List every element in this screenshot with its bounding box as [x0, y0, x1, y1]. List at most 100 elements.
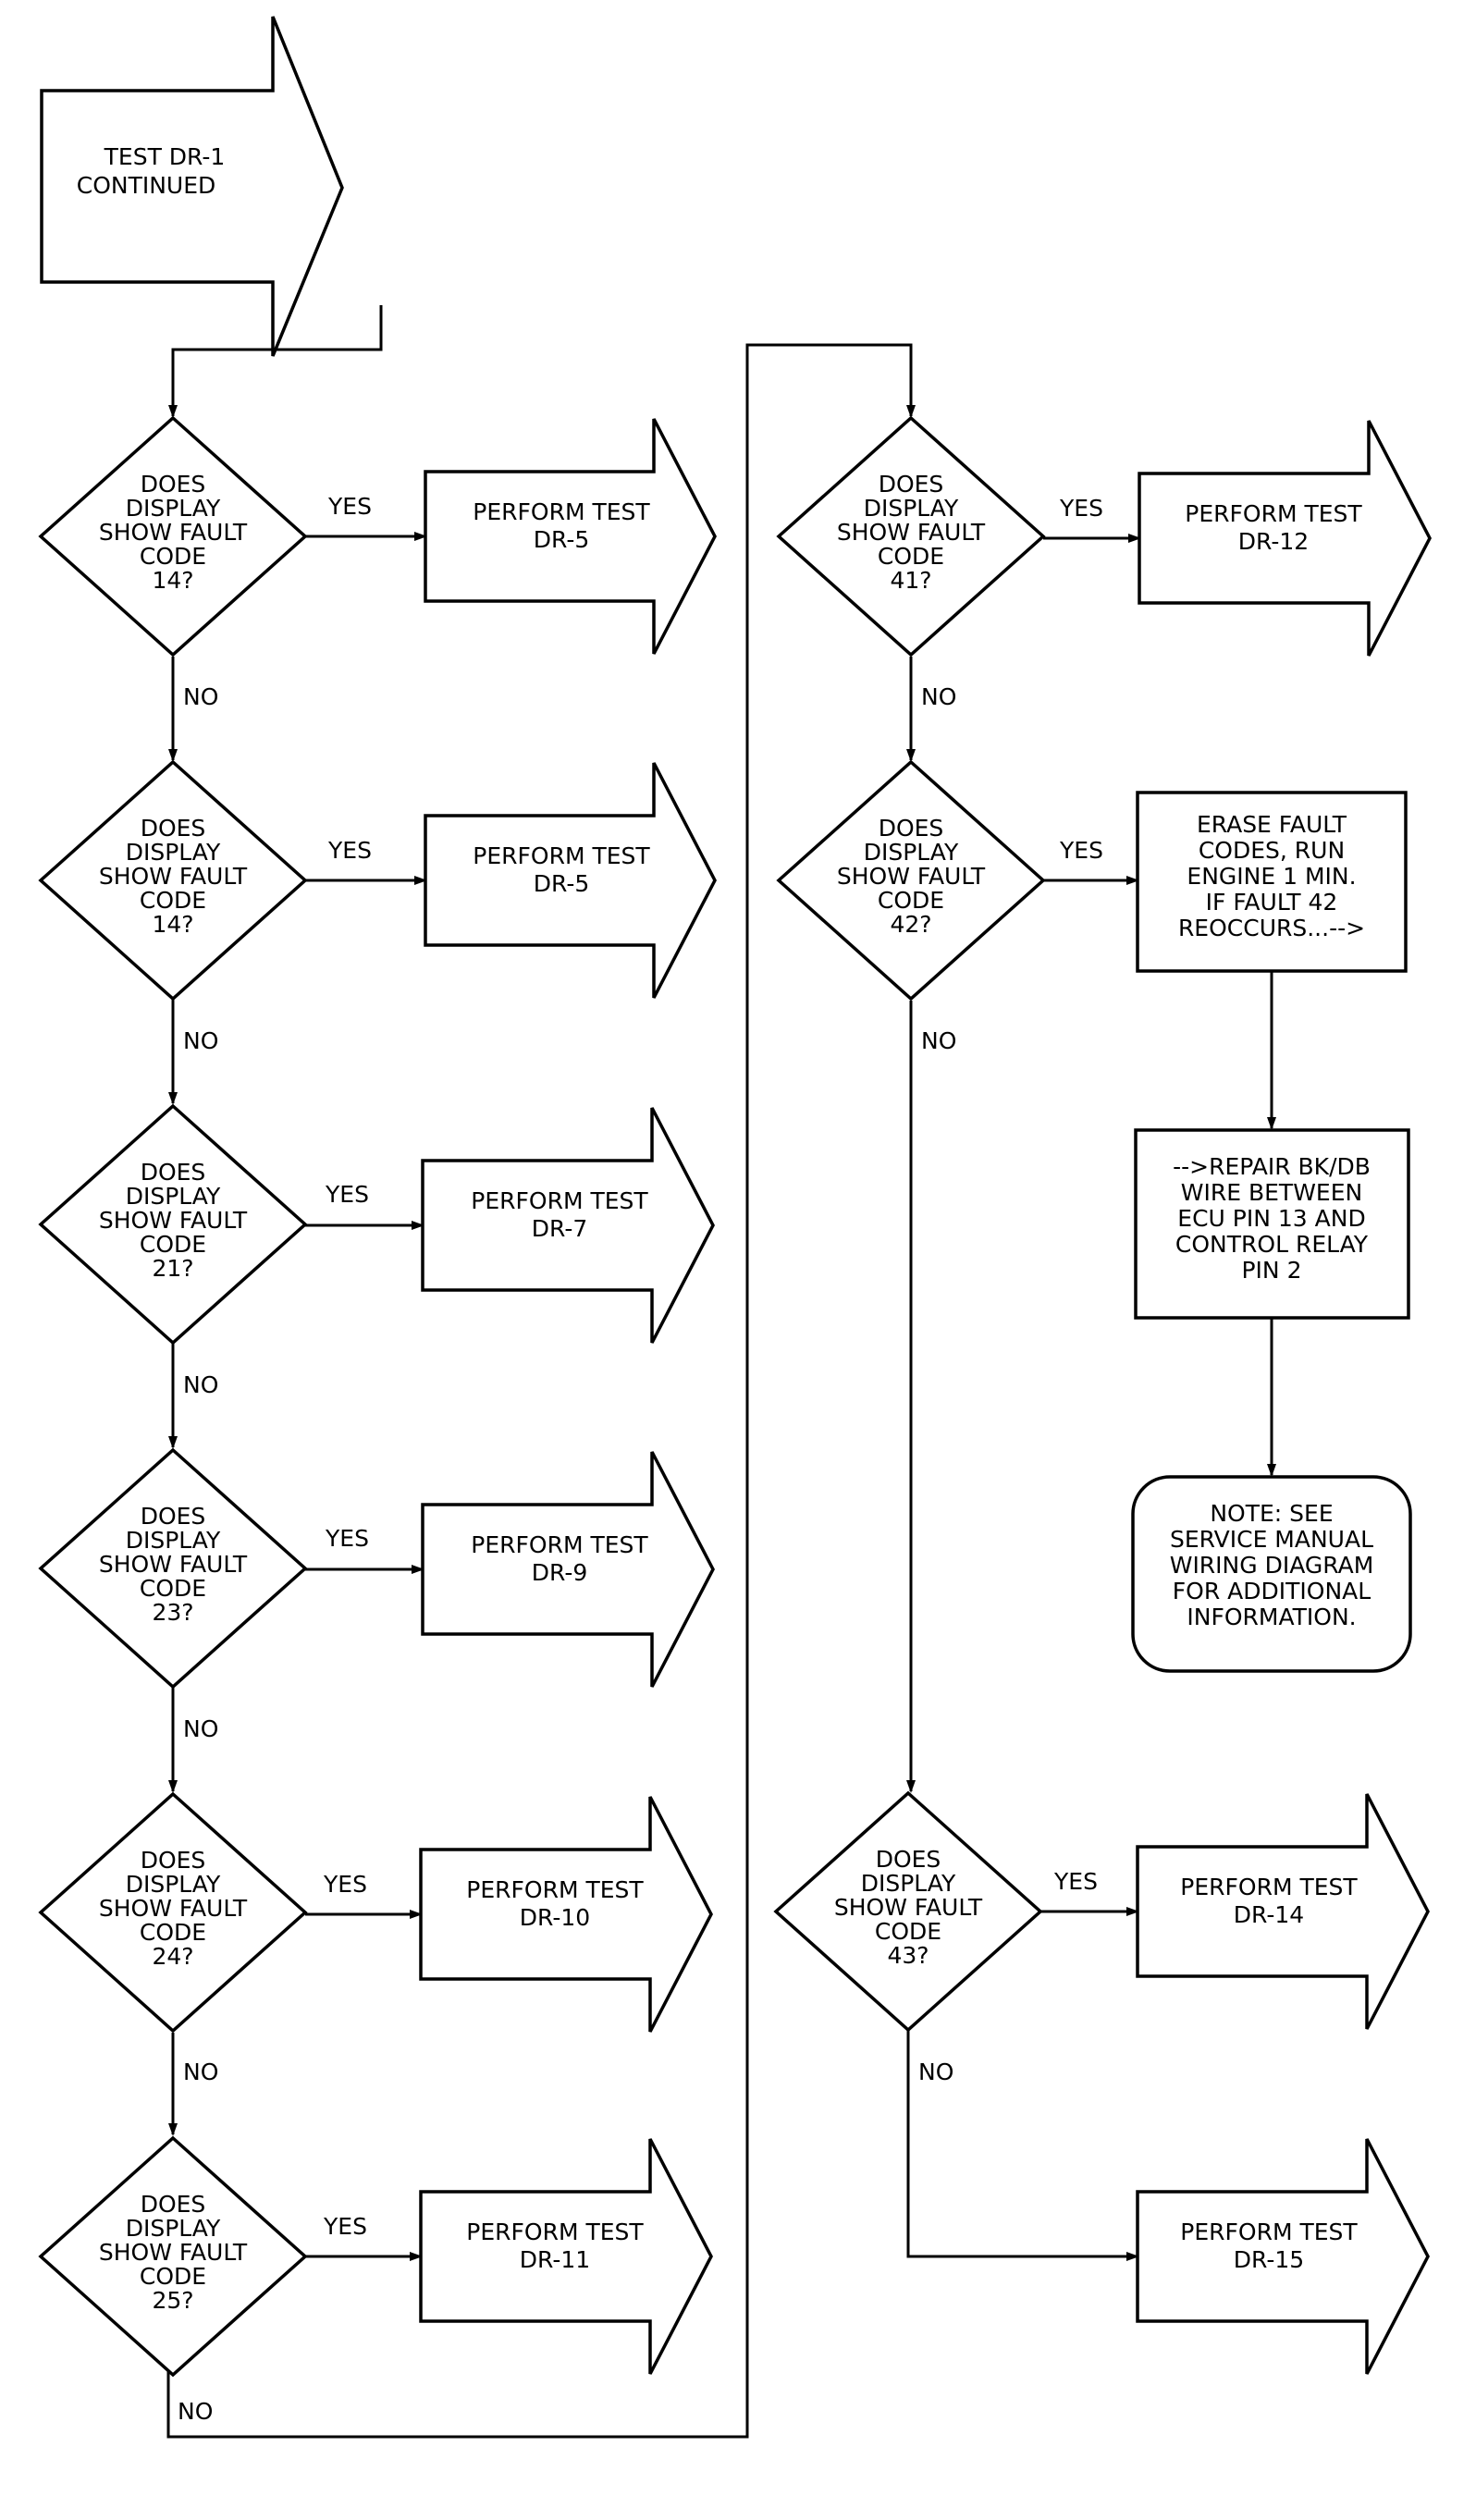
- decision-line: DISPLAY: [126, 2215, 221, 2242]
- arrowhead: [1128, 534, 1141, 543]
- diamond-shape: [38, 759, 308, 1002]
- result-line2: DR-11: [520, 2246, 590, 2273]
- result-line2: DR-5: [534, 526, 590, 553]
- arrowhead: [1126, 2252, 1139, 2261]
- decision-diamond: DOES DISPLAY SHOW FAULT CODE 21?: [38, 1103, 308, 1346]
- decision-line: DISPLAY: [126, 495, 221, 522]
- decision-diamond: DOES DISPLAY SHOW FAULT CODE 25?: [38, 2135, 308, 2378]
- result-line1: PERFORM TEST: [1185, 500, 1362, 527]
- decision-line: DOES: [141, 1159, 206, 1186]
- arrowhead: [414, 532, 427, 541]
- decision-line: 42?: [890, 911, 931, 938]
- decision-line: SHOW FAULT: [834, 1894, 983, 1921]
- decision-line: DOES: [879, 815, 944, 842]
- diamond-shape: [38, 1791, 308, 2034]
- result-line2: DR-9: [532, 1559, 588, 1586]
- decision-line: DOES: [141, 2191, 206, 2218]
- yes-label: YES: [1053, 1868, 1098, 1895]
- arrowhead: [1267, 1117, 1276, 1130]
- process-line: ENGINE 1 MIN.: [1187, 863, 1356, 890]
- result-line1: PERFORM TEST: [466, 1876, 644, 1903]
- result-line1: PERFORM TEST: [471, 1187, 648, 1214]
- decision-line: DISPLAY: [126, 1871, 221, 1898]
- decision-line: DOES: [141, 471, 206, 498]
- arrowhead: [168, 2123, 178, 2136]
- decision-line: SHOW FAULT: [99, 1207, 248, 1234]
- arrowhead: [1267, 1464, 1276, 1477]
- diamond-shape: [38, 1103, 308, 1346]
- result-line1: PERFORM TEST: [473, 498, 650, 525]
- result-line1: PERFORM TEST: [1180, 2219, 1358, 2245]
- decision-line: DISPLAY: [864, 495, 959, 522]
- result-arrow: PERFORM TEST DR-12: [1138, 420, 1432, 657]
- result-arrow-shape: [424, 418, 717, 655]
- result-line1: PERFORM TEST: [471, 1531, 648, 1558]
- decision-line: CODE: [140, 1575, 206, 1602]
- result-arrow-shape: [424, 762, 717, 999]
- process-line: ECU PIN 13 AND: [1177, 1205, 1365, 1232]
- yes-label: YES: [1059, 837, 1103, 864]
- process-line: REOCCURS...-->: [1178, 915, 1365, 941]
- arrowhead: [414, 876, 427, 885]
- arrowhead: [410, 1910, 423, 1919]
- yes-label: YES: [1059, 495, 1103, 522]
- no-label: NO: [178, 2398, 213, 2425]
- no-label: NO: [921, 683, 956, 710]
- diamond-shape: [776, 759, 1046, 1002]
- result-arrow: PERFORM TEST DR-11: [419, 2138, 713, 2375]
- arrowhead: [168, 1780, 178, 1793]
- decision-line: 43?: [887, 1942, 929, 1969]
- decision-line: SHOW FAULT: [99, 519, 248, 546]
- no-label: NO: [921, 1027, 956, 1054]
- result-arrow-shape: [1136, 2138, 1430, 2375]
- result-arrow: PERFORM TEST DR-5: [424, 418, 717, 655]
- arrowhead: [1126, 876, 1139, 885]
- result-arrow-shape: [1136, 1793, 1430, 2030]
- no-label: NO: [183, 1371, 218, 1398]
- result-line2: DR-5: [534, 870, 590, 897]
- decision-diamond: DOES DISPLAY SHOW FAULT CODE 41?: [776, 415, 1046, 658]
- decision-line: 14?: [152, 911, 193, 938]
- decision-line: 24?: [152, 1943, 193, 1970]
- process-box-shape: [1134, 1128, 1410, 1320]
- result-line1: PERFORM TEST: [473, 842, 650, 869]
- arrowhead: [906, 749, 916, 762]
- branch-labels: YES YES YES YES YES YES YES YES YES NO N…: [178, 493, 1103, 2425]
- decision-diamond: DOES DISPLAY SHOW FAULT CODE 14?: [38, 415, 308, 658]
- diamond-shape: [776, 415, 1046, 658]
- no-label: NO: [183, 1715, 218, 1742]
- decision-diamond: DOES DISPLAY SHOW FAULT CODE 43?: [773, 1790, 1043, 2033]
- arrowhead: [906, 405, 916, 418]
- decision-line: CODE: [140, 1231, 206, 1258]
- results: PERFORM TEST DR-5 PERFORM TEST DR-5 PERF…: [419, 418, 1432, 2375]
- result-arrow: PERFORM TEST DR-10: [419, 1796, 713, 2033]
- arrowhead: [906, 1780, 916, 1793]
- decision-line: 41?: [890, 567, 931, 594]
- decision-diamond: DOES DISPLAY SHOW FAULT CODE 24?: [38, 1791, 308, 2034]
- arrowhead: [1126, 1907, 1139, 1916]
- decision-line: DOES: [141, 1847, 206, 1874]
- decision-line: CODE: [140, 887, 206, 914]
- result-arrow-shape: [421, 1107, 715, 1344]
- diamond-shape: [773, 1790, 1043, 2033]
- decision-line: CODE: [140, 2263, 206, 2290]
- erase-fault-codes-box: ERASE FAULT CODES, RUN ENGINE 1 MIN. IF …: [1136, 791, 1408, 973]
- connector-no-9: [906, 2030, 1138, 2258]
- no-label: NO: [183, 683, 218, 710]
- result-arrow-shape: [419, 1796, 713, 2033]
- decision-line: DOES: [876, 1846, 941, 1873]
- arrowhead: [410, 2252, 423, 2261]
- process-line: CONTROL RELAY: [1175, 1231, 1369, 1258]
- result-arrow: PERFORM TEST DR-15: [1136, 2138, 1430, 2375]
- result-line1: PERFORM TEST: [466, 2219, 644, 2245]
- decision-line: SHOW FAULT: [99, 1895, 248, 1922]
- decision-line: DOES: [141, 1503, 206, 1530]
- decision-diamond: DOES DISPLAY SHOW FAULT CODE 42?: [776, 759, 1046, 1002]
- decision-diamond: DOES DISPLAY SHOW FAULT CODE 23?: [38, 1447, 308, 1690]
- decision-line: DOES: [879, 471, 944, 498]
- yes-label: YES: [327, 837, 372, 864]
- process-line: IF FAULT 42: [1206, 889, 1338, 916]
- result-line2: DR-14: [1234, 1901, 1304, 1928]
- result-line1: PERFORM TEST: [1180, 1874, 1358, 1900]
- process-line: WIRE BETWEEN: [1181, 1179, 1362, 1206]
